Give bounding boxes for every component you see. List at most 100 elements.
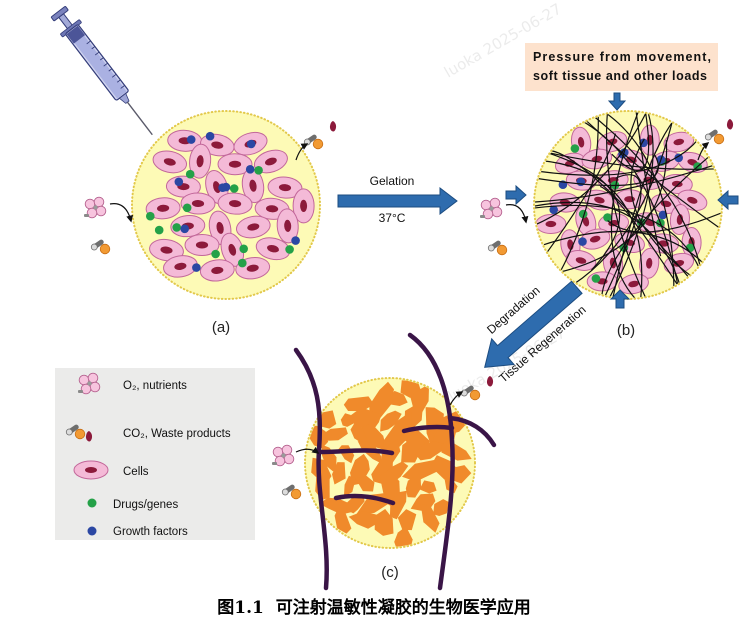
scaffold-fragment: [332, 462, 346, 485]
cell-nucleus: [577, 136, 585, 148]
scaffold-fragment: [433, 499, 450, 516]
load-box-background: [525, 43, 718, 91]
hydrogel-fiber: [535, 155, 659, 187]
cell-nucleus: [606, 138, 618, 146]
panel-b-contents: [535, 112, 721, 298]
cell-nucleus: [284, 219, 292, 232]
drop-icon: [726, 119, 734, 130]
cell: [217, 153, 253, 176]
green-dot-icon: [87, 498, 97, 508]
hydrogel-fiber: [535, 201, 682, 287]
cell-nucleus: [213, 181, 221, 194]
gel-border-c: [304, 377, 476, 549]
panel-b: (b): [479, 110, 739, 339]
scaffold-fragment: [334, 510, 352, 534]
scaffold-fragment: [374, 509, 394, 536]
syringe-contents: [74, 35, 127, 99]
gelation-label: Gelation: [370, 174, 415, 188]
cell: [565, 250, 597, 271]
cell-nucleus: [673, 138, 685, 146]
scaffold-fragment: [343, 475, 356, 497]
scaffold-fragment: [380, 410, 402, 432]
cell-nucleus: [646, 257, 653, 269]
hydrogel-fiber: [546, 151, 719, 170]
drug-particle: [603, 213, 612, 222]
hydrogel-fiber: [611, 112, 650, 172]
panel-a-contents: [145, 129, 315, 282]
syringe-stopper: [66, 25, 85, 44]
cell-nucleus: [265, 157, 277, 166]
cell-nucleus: [575, 257, 587, 264]
hydrogel-fiber: [610, 112, 641, 298]
drug-particle: [172, 223, 181, 232]
hydrogel-fiber: [607, 112, 654, 298]
cell-nucleus: [228, 160, 242, 168]
scaffold-fragment: [320, 427, 348, 441]
cell: [535, 213, 567, 235]
cell-nucleus: [163, 158, 176, 166]
cell-nucleus: [246, 264, 259, 272]
load-arrow-left: [505, 184, 527, 206]
scaffold-fragment: [348, 511, 380, 529]
scaffold-fragment: [319, 410, 337, 429]
growth-factor-particle: [180, 224, 189, 234]
efflux-arrow: [295, 143, 309, 161]
waste-icon: [302, 132, 324, 150]
cell: [677, 189, 708, 211]
cell-nucleus: [582, 215, 590, 227]
cell-nucleus: [267, 245, 279, 253]
growth-factor-particle: [658, 210, 668, 220]
cell-nucleus: [594, 196, 605, 204]
drug-particle: [211, 249, 220, 259]
influx-arrow: [505, 204, 529, 224]
growth-factor-particle: [245, 165, 255, 174]
cell: [163, 255, 198, 278]
growth-factor-particle: [578, 237, 587, 246]
cell-nucleus: [247, 223, 260, 231]
cell: [253, 149, 288, 174]
cell: [292, 188, 315, 224]
growth-factor-particle: [174, 177, 184, 187]
waste-icon: [486, 238, 508, 256]
gelation-temperature: 37°C: [379, 211, 406, 225]
drop-icon: [329, 121, 337, 132]
scaffold-fragment: [394, 526, 413, 547]
gel-border-a: [131, 110, 321, 300]
blue-dot-icon: [87, 526, 97, 536]
syringe-graduations: [86, 40, 125, 89]
drug-particle: [570, 144, 580, 153]
scaffold-fragment: [419, 480, 437, 494]
efflux-arrow: [449, 391, 464, 406]
cell-icon: [73, 460, 109, 480]
drug-particle: [285, 245, 294, 254]
gelation-arrow: [337, 186, 458, 216]
growth-factor-particle: [549, 205, 558, 215]
scaffold-fragment: [343, 396, 375, 412]
drug-particle: [591, 274, 601, 283]
cell: [669, 204, 690, 235]
cell-nucleus: [249, 179, 257, 192]
drug-particle: [182, 203, 192, 213]
hydrogel-fiber: [541, 160, 643, 298]
cell-nucleus: [673, 260, 685, 267]
drug-particle: [239, 244, 248, 254]
drug-particle: [154, 225, 164, 235]
growth-factor-particle: [246, 139, 256, 149]
cell-nucleus: [85, 467, 97, 473]
hydrogel-fiber: [537, 138, 700, 176]
cell-nucleus: [211, 266, 224, 274]
nutrient-icon: [77, 372, 101, 395]
drug-particle: [254, 166, 263, 175]
legend-background: [55, 368, 255, 540]
scaffold-fragment: [389, 390, 408, 406]
cell-nucleus: [211, 141, 224, 149]
panel-c: (c): [271, 332, 497, 591]
growth-factor-particle: [205, 131, 215, 141]
tissue-strand-branch: [447, 415, 497, 448]
cell-nucleus: [266, 205, 279, 213]
cell: [152, 150, 188, 174]
scaffold-fragment: [402, 459, 440, 482]
scaffold-fragment: [420, 503, 440, 533]
drug-particle: [146, 211, 155, 221]
scaffold-fragment: [383, 411, 412, 453]
